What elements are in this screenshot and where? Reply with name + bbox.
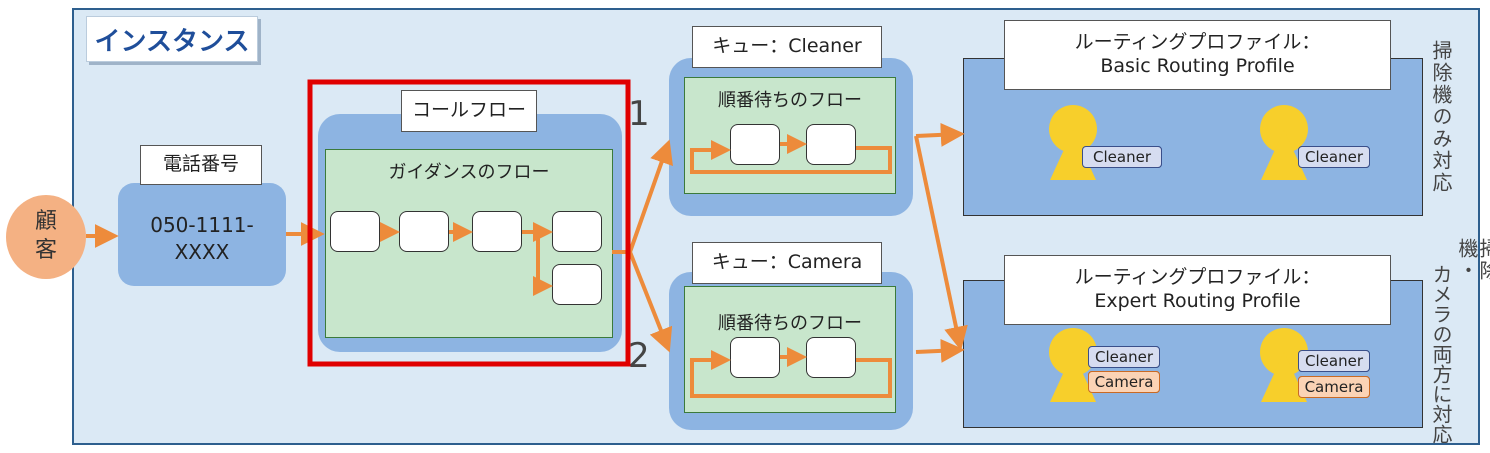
customer-circle: 顧 客 (6, 195, 86, 279)
arrow-qc-expert (914, 135, 968, 351)
customer-label-2: 客 (34, 238, 57, 263)
expert-side-note-col2: カメラの両方に対応 (1429, 264, 1453, 444)
arrow-qc-basic (915, 122, 965, 147)
basic-profile-title-line-2: Basic Routing Profile (1100, 55, 1295, 77)
guidance-step-5 (552, 264, 602, 305)
phone-number-line-1: 050-1111- (150, 212, 254, 237)
queue-cleaner-step-2 (806, 124, 856, 165)
contact-flow-highlight (307, 79, 631, 367)
expert-agent2-tag-cleaner-top: Cleaner (1298, 350, 1370, 372)
expert-agent1-tag-cleaner-top: Cleaner (1088, 346, 1160, 368)
arrow-flow-queue-camera (628, 251, 673, 353)
basic-agent1-tag-cleaner-top: Cleaner (1082, 146, 1162, 168)
basic-profile-title: ルーティングプロファイル： Basic Routing Profile (1004, 20, 1391, 90)
phone-number-line-2: XXXX (174, 239, 230, 264)
basic-profile-title-line-1: ルーティングプロファイル： (1074, 31, 1321, 54)
phone-number-box: 050-1111- XXXX (118, 183, 286, 286)
customer-label-1: 顧 (34, 209, 57, 235)
expert-agent-2-icon (1260, 328, 1308, 402)
guidance-flow-title: ガイダンスのフロー (388, 162, 550, 183)
arrow-step3-5 (533, 232, 553, 296)
queue-cleaner-title: キュー：Cleaner (692, 26, 882, 68)
guidance-step-1 (330, 211, 380, 252)
arrow-qa-expert (915, 338, 965, 363)
expert-profile-title-line-1: ルーティングプロファイル： (1074, 266, 1321, 289)
phone-title: 電話番号 (140, 145, 262, 185)
expert-agent-1-icon (1049, 328, 1097, 402)
instance-title: インスタンス (86, 16, 258, 62)
branch-number-1: 1 (628, 94, 650, 134)
contact-flow-title: コールフロー (401, 90, 537, 132)
queue-cleaner-flow-title: 順番待ちのフロー (718, 90, 862, 111)
guidance-step-2 (399, 211, 449, 252)
arrow-flow-queue-cleaner (612, 139, 673, 254)
basic-agent-1-icon (1049, 105, 1097, 180)
queue-camera-flow-title: 順番待ちのフロー (718, 313, 862, 334)
expert-agent1-tag-camera-top: Camera (1088, 371, 1160, 393)
expert-side-note-col1: 掃除機・ (1455, 238, 1490, 282)
expert-profile-title: ルーティングプロファイル： Expert Routing Profile (1004, 255, 1391, 325)
basic-agent2-tag-cleaner-top: Cleaner (1298, 146, 1370, 168)
expert-profile-title-line-2: Expert Routing Profile (1094, 290, 1301, 312)
arrow-qc-loop (690, 140, 892, 174)
basic-side-note: 掃除機のみ対応 (1429, 40, 1453, 194)
guidance-step-4 (552, 211, 602, 252)
arrow-qa-loop (690, 350, 892, 398)
basic-agents (1049, 105, 1308, 180)
basic-agent-2-icon (1260, 105, 1308, 180)
branch-number-2: 2 (628, 336, 650, 376)
expert-agent2-tag-camera-top: Camera (1298, 376, 1370, 398)
expert-agents (1049, 328, 1308, 402)
queue-camera-step-2 (806, 337, 856, 378)
guidance-step-3 (472, 211, 522, 252)
queue-camera-title: キュー：Camera (692, 242, 882, 284)
